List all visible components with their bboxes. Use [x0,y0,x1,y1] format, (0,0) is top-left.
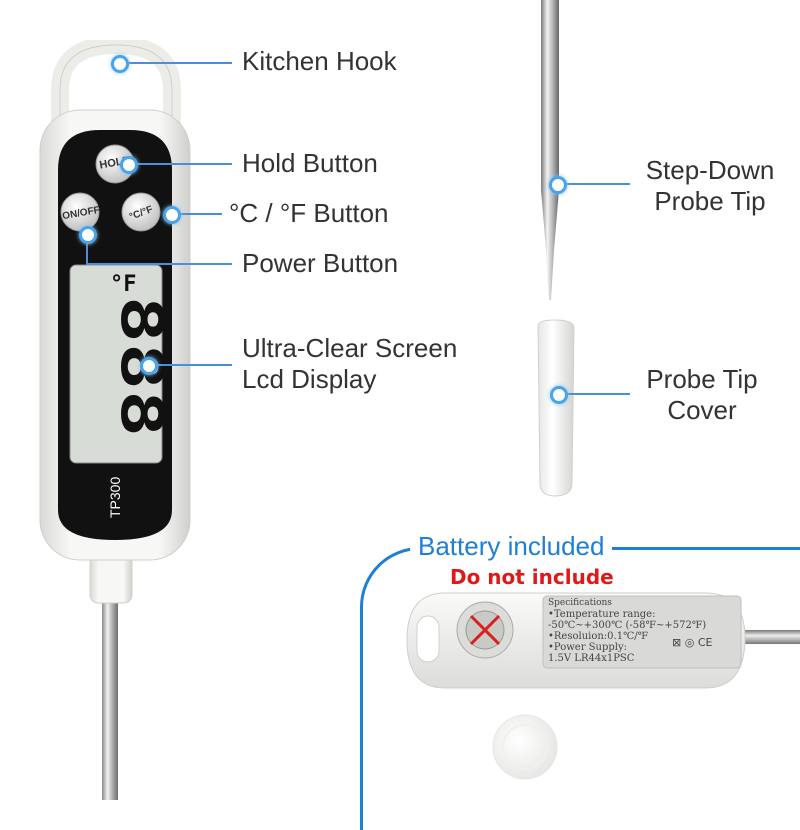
callout-line-unit [178,213,222,215]
callout-cover-line2: Cover [667,395,737,425]
callout-cover-line1: Probe Tip [646,364,758,394]
onoff-button-label: ON/OFF [61,204,101,222]
certification-icons: ⊠ ◎ CE [672,636,712,649]
callout-line-cover [567,393,630,395]
callout-screen-line1: Ultra-Clear Screen [242,333,458,363]
spec-line-5: 1.5V LR44x1PSC [548,653,635,664]
spec-line-4: •Power Supply: [548,642,627,653]
callout-line-probe-tip [566,183,630,185]
spec-line-3: •Resoluion:0.1℃/℉ [548,631,649,642]
lcd-unit: °F [110,272,137,297]
battery-warning: Do not include [450,565,614,589]
spec-line-1: •Temperature range: [548,609,656,620]
lcd-digits: 888 [108,295,176,438]
recycle-bin-icon: ⊠ [672,636,682,649]
callout-dot-hold [120,156,138,174]
battery-title: Battery included [410,531,613,562]
callout-dot-hook [111,55,129,73]
callout-kitchen-hook: Kitchen Hook [242,46,397,76]
callout-dot-cover [550,386,568,404]
probe-cover-illustration [537,319,575,497]
callout-unit-button: °C / °F Button [229,198,389,228]
rohs-icon: ◎ [684,636,695,649]
probe-shaft [102,580,118,810]
unit-button-shape [121,192,161,232]
callout-line-power [86,263,232,265]
device-back-illustration [406,592,800,689]
ce-mark-icon: CE [697,636,713,649]
callout-line-screen [155,364,232,366]
unit-button-label: °C/°F [127,203,155,223]
callout-line-power-v [86,236,88,264]
callout-dot-screen [140,357,158,375]
callout-dot-probe-tip [549,176,567,194]
callout-screen-line2: Lcd Display [242,364,377,394]
callout-dot-unit [163,206,181,224]
spec-heading: Specifications [548,598,612,608]
battery-cap-illustration [492,714,558,780]
callout-hold-button: Hold Button [242,148,378,178]
callout-line-hook [126,62,232,64]
callout-probe-tip-line2: Probe Tip [654,186,766,216]
callout-probe-tip-line1: Step-Down [645,155,775,185]
callout-dot-power [79,226,97,244]
spec-line-2: -50℃~+300℃ (-58℉~+572℉) [548,620,707,631]
probe-tip-illustration [541,0,559,300]
model-label: TP300 [107,476,123,518]
callout-power-button: Power Button [242,248,399,278]
callout-line-hold [135,163,232,165]
spec-label: Specifications •Temperature range: -50℃~… [548,598,738,664]
